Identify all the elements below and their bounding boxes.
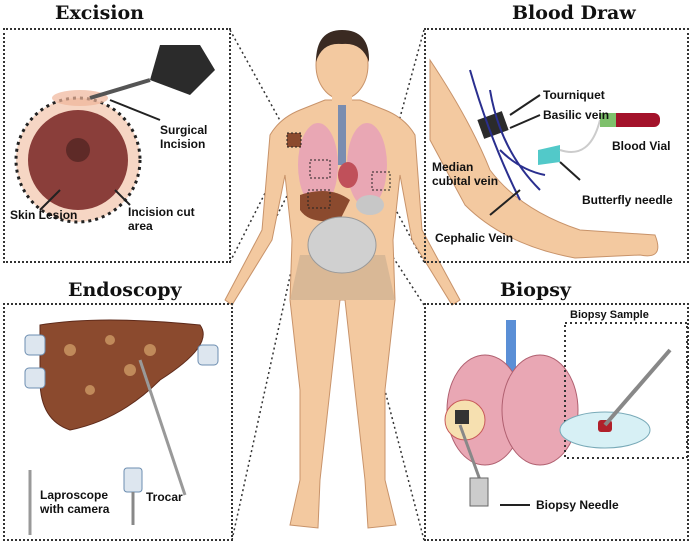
label-butterfly-needle: Butterfly needle bbox=[582, 193, 673, 207]
label-surgical-incision: Surgical Incision bbox=[160, 123, 208, 151]
blood-draw-art bbox=[429, 58, 660, 259]
label-cephalic-vein: Cephalic Vein bbox=[435, 231, 514, 245]
blood-draw-panel bbox=[424, 28, 689, 263]
label-laparoscope: Laproscope with camera bbox=[40, 488, 110, 516]
label-tourniquet: Tourniquet bbox=[543, 88, 605, 102]
label-median-cubital-vein: Median cubital vein bbox=[432, 160, 499, 188]
endoscopy-art bbox=[24, 319, 219, 535]
label-blood-vial: Blood Vial bbox=[612, 139, 671, 153]
biopsy-panel bbox=[424, 303, 689, 541]
label-incision-cut-area: Incision cut area bbox=[128, 205, 195, 233]
biopsy-art bbox=[444, 320, 688, 507]
human-body bbox=[224, 30, 461, 529]
label-trocar: Trocar bbox=[146, 490, 183, 504]
label-skin-lesion: Skin Lesion bbox=[10, 208, 78, 222]
label-biopsy-sample: Biopsy Sample bbox=[570, 309, 649, 321]
excision-panel bbox=[3, 28, 231, 263]
blood-draw-title: Blood Draw bbox=[512, 2, 636, 24]
endoscopy-title: Endoscopy bbox=[68, 279, 182, 301]
excision-title: Excision bbox=[55, 2, 144, 24]
biopsy-title: Biopsy bbox=[500, 279, 571, 301]
endoscopy-panel bbox=[3, 303, 233, 541]
excision-art bbox=[14, 45, 215, 224]
label-basilic-vein: Basilic vein bbox=[543, 108, 610, 122]
label-biopsy-needle: Biopsy Needle bbox=[536, 498, 619, 512]
